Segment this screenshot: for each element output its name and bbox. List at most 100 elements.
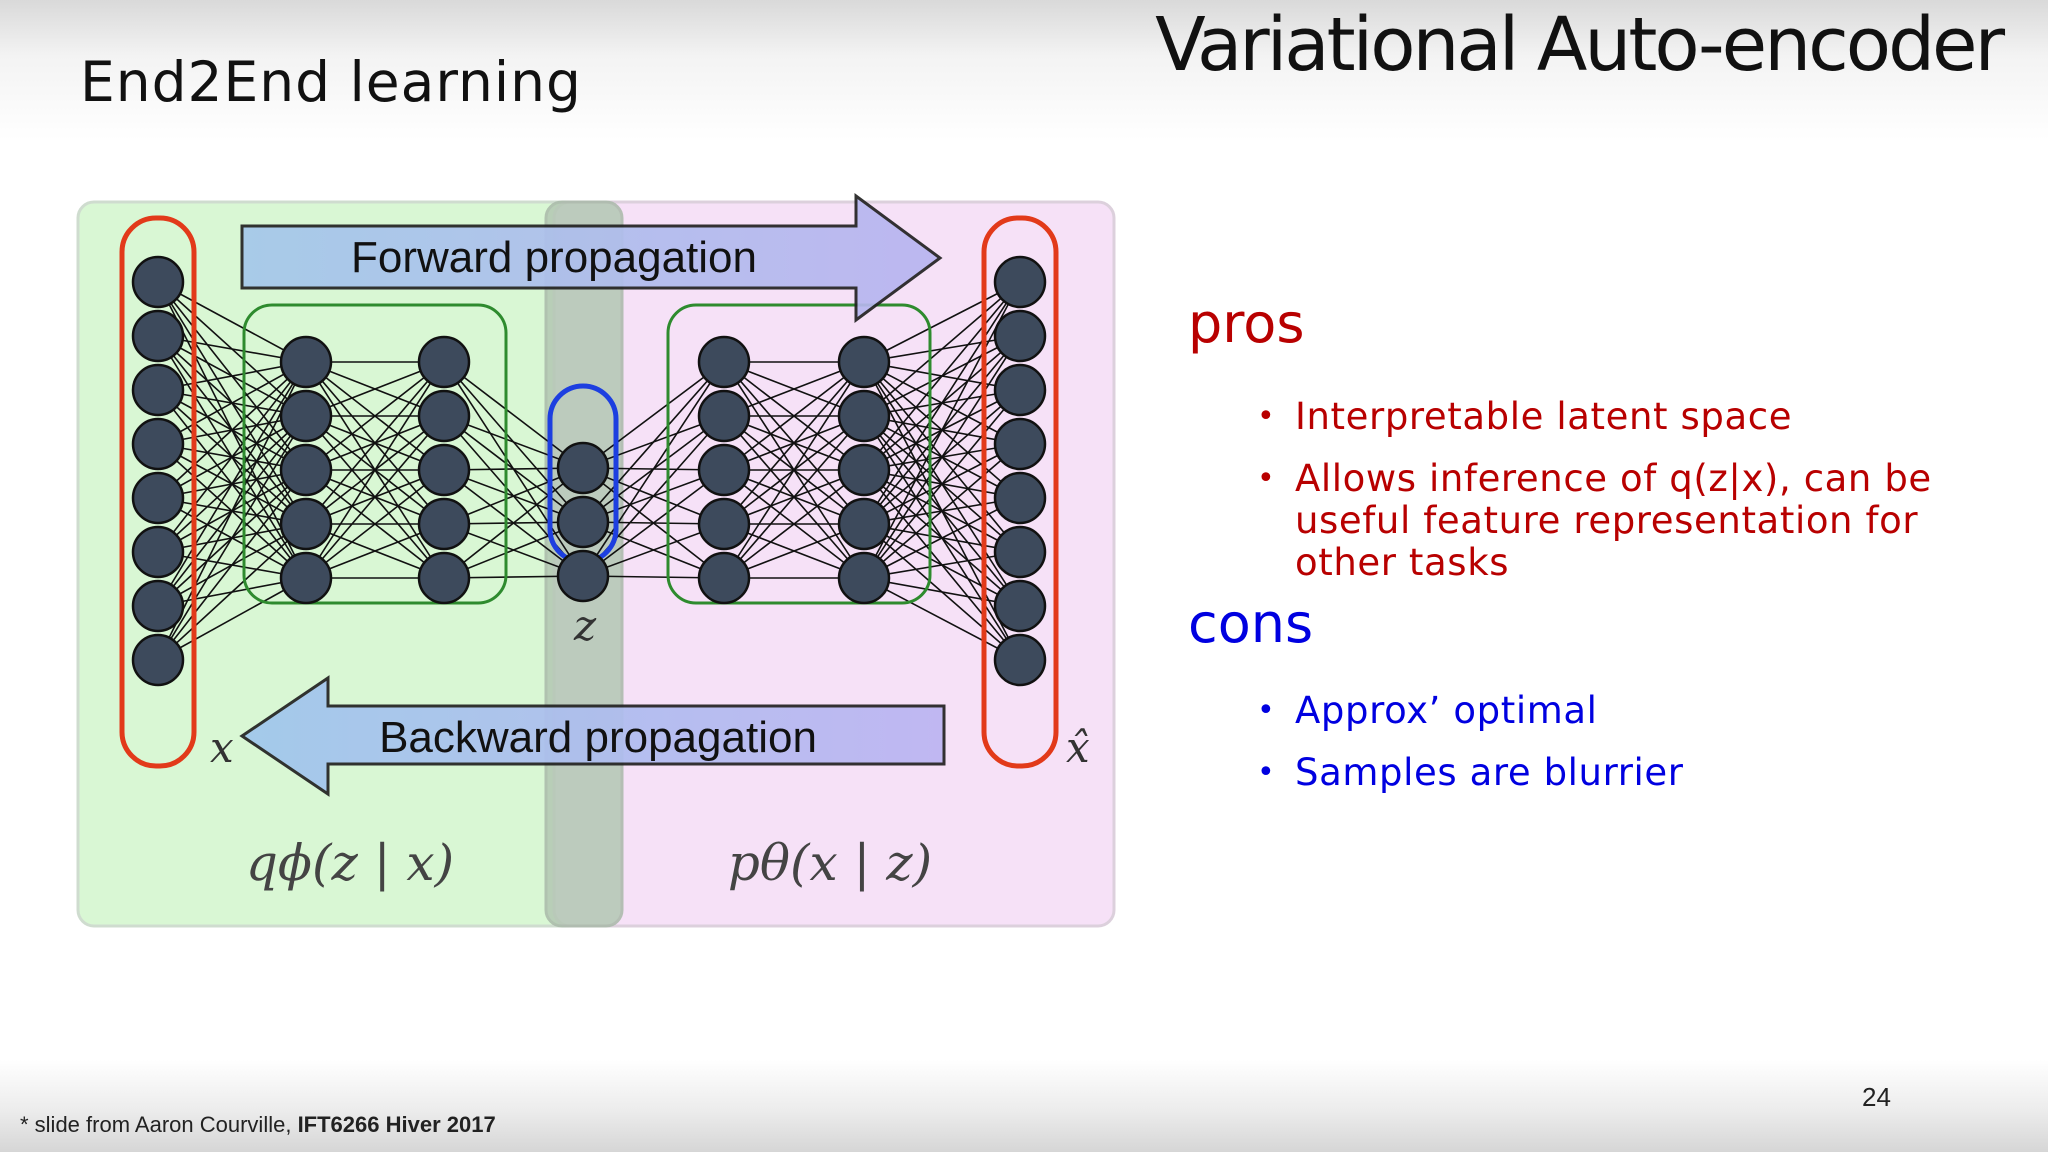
input-node	[131, 471, 185, 525]
connection-edge	[443, 361, 584, 469]
dec-h2-node	[837, 443, 891, 497]
output-node	[993, 579, 1047, 633]
output-node	[993, 255, 1047, 309]
connection-edge	[157, 415, 307, 661]
connection-edge	[305, 469, 445, 579]
dec-h1-node	[697, 551, 751, 605]
connection-edge	[582, 361, 725, 523]
connection-edge	[582, 361, 725, 577]
x-label: x	[210, 723, 234, 772]
connection-edge	[582, 469, 725, 577]
connection-edge	[723, 415, 865, 579]
connection-edge	[305, 361, 445, 471]
connection-edge	[863, 577, 1021, 661]
connection-edge	[582, 361, 725, 469]
connection-edge	[157, 523, 307, 661]
connection-edge	[863, 335, 1021, 579]
enc-h2-node	[417, 335, 471, 389]
backward-arrow	[239, 675, 946, 797]
input-layer-outline	[119, 215, 197, 769]
forward-label: Forward propagation	[351, 233, 757, 282]
input-node	[131, 363, 185, 417]
network-nodes	[131, 255, 1047, 687]
connection-edge	[863, 281, 1021, 525]
connection-edge	[863, 281, 1021, 579]
dec-h1-node	[697, 497, 751, 551]
encoder-hidden-outline	[242, 303, 508, 605]
connection-edge	[723, 361, 865, 525]
list-item: •Approx’ optimal	[1257, 689, 1598, 732]
list-item: •Samples are blurrier	[1257, 751, 1684, 794]
connection-edge	[157, 361, 307, 553]
input-node	[131, 579, 185, 633]
enc-h1-node	[279, 335, 333, 389]
enc-h1-node	[279, 497, 333, 551]
connection-edge	[305, 361, 445, 525]
list-item: •Allows inference of q(z|x), can be usef…	[1257, 457, 1932, 584]
connection-edge	[863, 577, 1021, 607]
connection-edge	[157, 361, 307, 445]
connection-edge	[863, 551, 1021, 579]
slide-title: Variational Auto-encoder	[1155, 2, 2005, 88]
connection-edge	[157, 361, 307, 499]
connection-edge	[157, 577, 307, 661]
connection-edge	[863, 443, 1021, 579]
dec-h2-node	[837, 335, 891, 389]
connection-edge	[723, 361, 865, 471]
output-node	[993, 417, 1047, 471]
input-node	[131, 525, 185, 579]
connection-edge	[863, 281, 1021, 471]
enc-h1-node	[279, 443, 333, 497]
connection-edge	[305, 415, 445, 579]
input-node	[131, 309, 185, 363]
output-node	[993, 633, 1047, 687]
connection-edge	[863, 281, 1021, 363]
slide-subtitle: End2End learning	[80, 50, 582, 114]
connection-edge	[157, 361, 307, 607]
page-number: 24	[1862, 1082, 1891, 1112]
header-band	[0, 0, 2048, 140]
pros-list: •Interpretable latent space •Allows infe…	[1257, 395, 1995, 604]
cons-list: •Approx’ optimal •Samples are blurrier	[1257, 689, 1995, 814]
dec-h2-node	[837, 497, 891, 551]
latent-node	[556, 495, 610, 549]
list-item: •Interpretable latent space	[1257, 395, 1793, 438]
footer-credit: * slide from Aaron Courville, IFT6266 Hi…	[20, 1112, 496, 1137]
decoder-hidden-outline	[666, 303, 932, 605]
enc-h2-node	[417, 389, 471, 443]
enc-h2-node	[417, 551, 471, 605]
connection-edge	[305, 361, 445, 579]
output-node	[993, 471, 1047, 525]
connection-edge	[723, 469, 865, 579]
output-node	[993, 525, 1047, 579]
input-node	[131, 633, 185, 687]
enc-h1-node	[279, 551, 333, 605]
decoder-distribution-label: pθ(x | z)	[728, 834, 932, 892]
xhat-label: x̂	[1066, 723, 1090, 772]
connection-edge	[157, 469, 307, 661]
connection-edge	[723, 361, 865, 579]
connection-edge	[863, 389, 1021, 579]
input-node	[131, 417, 185, 471]
connection-edge	[863, 281, 1021, 417]
enc-h2-node	[417, 497, 471, 551]
output-node	[993, 363, 1047, 417]
dec-h1-node	[697, 389, 751, 443]
dec-h1-node	[697, 443, 751, 497]
input-node	[131, 255, 185, 309]
encoder-distribution-label: qϕ(z | x)	[246, 834, 454, 892]
output-layer-outline	[981, 215, 1059, 769]
cons-heading: cons	[1188, 592, 1314, 655]
connection-edge	[157, 281, 307, 363]
dec-h1-node	[697, 335, 751, 389]
forward-arrow	[240, 193, 943, 323]
enc-h1-node	[279, 389, 333, 443]
pros-heading: pros	[1188, 292, 1305, 355]
backward-label: Backward propagation	[379, 713, 817, 762]
latent-node	[556, 549, 610, 603]
latent-node	[556, 441, 610, 495]
connection-edge	[443, 467, 584, 579]
footer-band	[0, 1060, 2048, 1152]
dec-h2-node	[837, 551, 891, 605]
z-label: z	[573, 601, 597, 650]
